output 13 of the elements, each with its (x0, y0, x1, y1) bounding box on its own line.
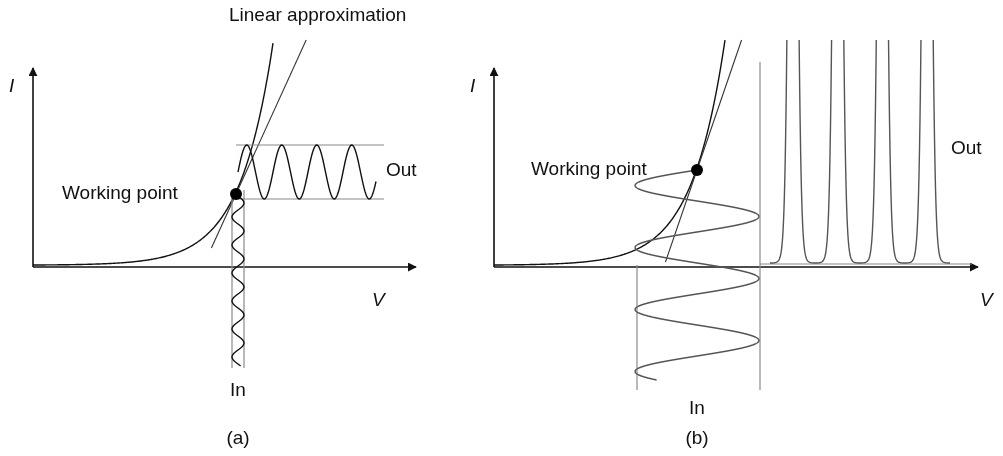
panel-label: (b) (685, 428, 709, 449)
signal-label: In (689, 398, 705, 419)
axis-label: V (372, 290, 385, 311)
signal-label: In (230, 380, 246, 401)
axis-label: V (980, 290, 993, 311)
point-label: Working point (531, 159, 647, 180)
signal-label: Out (386, 160, 417, 181)
panel-label: (a) (226, 428, 250, 449)
curve-label: Linear approximation (229, 5, 407, 26)
axis-label: I (470, 76, 476, 97)
axis-label: I (9, 76, 15, 97)
point-label: Working point (62, 183, 178, 204)
signal-label: Out (951, 138, 982, 159)
